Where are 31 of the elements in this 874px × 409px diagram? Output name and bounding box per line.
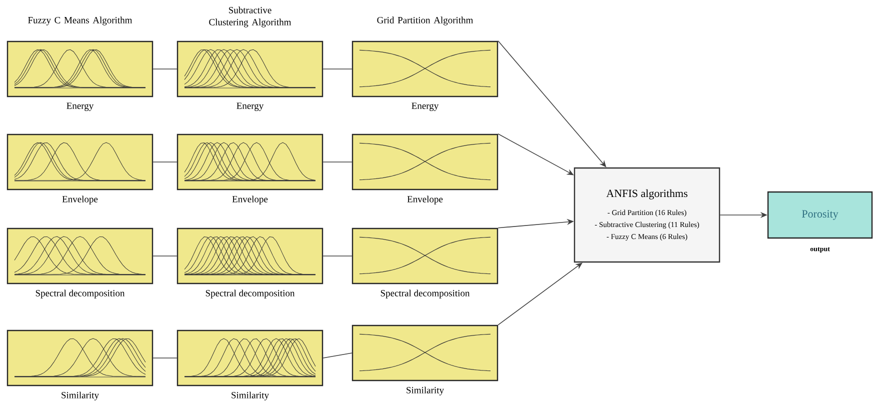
node-label: Envelope — [232, 196, 268, 204]
connector-line — [322, 68, 352, 70]
chart-box — [176, 40, 324, 98]
chart-box — [6, 330, 154, 386]
chart-box — [6, 228, 154, 284]
connector-line — [322, 352, 352, 358]
node-label: Spectral decomposition — [380, 290, 470, 298]
column-heading: Subtractive Clustering Algorithm — [209, 6, 292, 28]
chart-box — [176, 134, 324, 190]
output-box: Porosity — [767, 191, 873, 239]
node-label: Similarity — [406, 386, 444, 396]
chart-box — [352, 324, 498, 382]
chart-box — [352, 134, 498, 190]
node-label: Energy — [412, 102, 439, 111]
chart-box — [6, 134, 154, 190]
chart-box — [6, 40, 154, 98]
column-heading: Fuzzy C Means Algorithm — [28, 16, 132, 26]
chart-box — [352, 40, 498, 98]
chart-box — [176, 330, 324, 386]
node-label: Spectral decomposition — [36, 290, 125, 298]
node-label: Similarity — [62, 392, 99, 400]
node-label: Envelope — [62, 196, 98, 204]
chart-box — [352, 228, 498, 284]
connector-line — [152, 68, 178, 70]
node-label: Similarity — [232, 392, 269, 400]
node-label: Envelope — [407, 196, 443, 204]
node-label: Spectral decomposition — [206, 290, 295, 298]
node-label: Energy — [66, 102, 94, 111]
arrow — [498, 40, 606, 168]
column-heading: Grid Partition Algorithm — [377, 16, 474, 26]
node-label: Energy — [236, 102, 264, 111]
